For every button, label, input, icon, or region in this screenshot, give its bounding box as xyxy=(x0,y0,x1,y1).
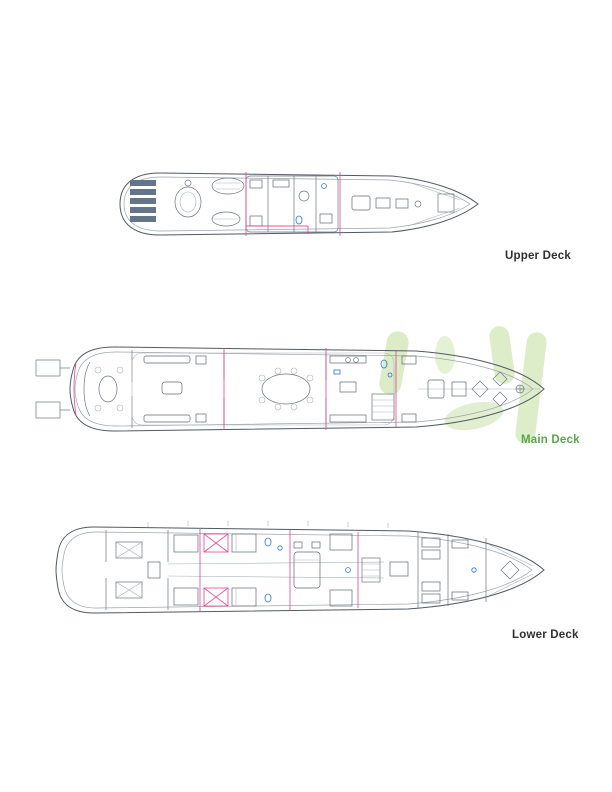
lower-deck-plan xyxy=(55,521,545,614)
lower-deck-master-cabin xyxy=(293,533,353,607)
lower-deck-bow xyxy=(487,543,534,597)
upper-deck-deckhouse xyxy=(245,175,339,233)
upper-deck-sun-loungers xyxy=(130,180,156,222)
main-deck-aft-deck xyxy=(83,350,133,428)
main-deck-foredeck xyxy=(401,355,540,423)
main-deck-hull xyxy=(69,346,545,432)
main-deck-galley-stairs xyxy=(329,355,395,423)
upper-deck-label: Upper Deck xyxy=(505,250,571,262)
upper-deck-fire-zone-lines xyxy=(245,172,341,236)
main-deck-label: Main Deck xyxy=(521,434,580,446)
lower-deck-fire-zone-lines xyxy=(199,529,359,611)
main-deck-dining xyxy=(258,353,327,425)
upper-deck-plan xyxy=(119,172,479,236)
upper-deck-foredeck xyxy=(351,181,461,227)
upper-deck-hull xyxy=(119,172,479,236)
main-deck-stern-platform xyxy=(35,359,77,419)
lower-deck-label: Lower Deck xyxy=(512,629,579,641)
main-deck-fire-zone-lines xyxy=(223,348,397,430)
lower-deck-stairs-crew xyxy=(361,532,487,608)
main-deck-plan xyxy=(35,346,545,432)
upper-deck-spa-and-seating xyxy=(174,177,245,227)
lower-deck-guest-cabins xyxy=(167,533,385,607)
lower-deck-hull xyxy=(55,521,545,614)
lower-deck-engine-room xyxy=(105,530,169,610)
